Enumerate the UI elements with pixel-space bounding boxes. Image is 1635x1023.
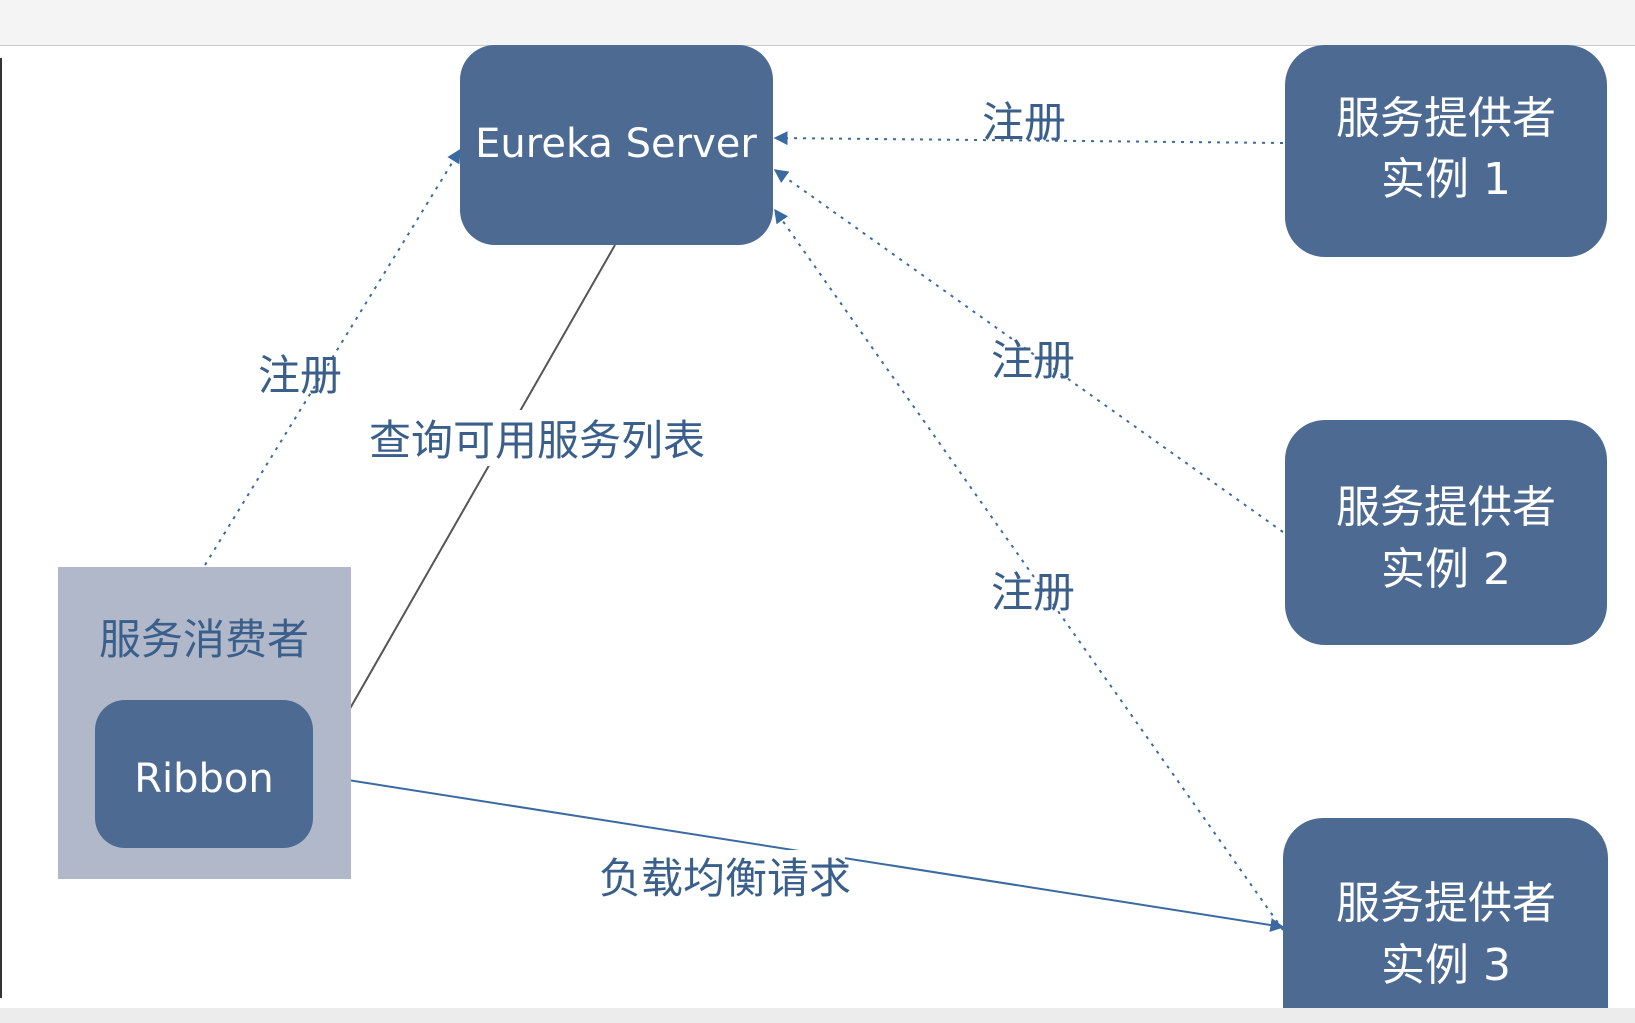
query-label-bg: [375, 410, 700, 466]
eureka-server-label: Eureka Server: [475, 121, 757, 167]
load-balance-label-bg: [605, 850, 845, 906]
edge-label-register-1: 注册: [982, 98, 1066, 147]
edge-label-register-3: 注册: [991, 568, 1075, 617]
provider3-title: 服务提供者: [1336, 878, 1556, 929]
provider1-title: 服务提供者: [1336, 93, 1556, 144]
edge-register-consumer: [204, 148, 461, 566]
edge-label-load-balance: 负载均衡请求: [599, 854, 851, 903]
left-border: [0, 58, 2, 998]
edge-label-register-consumer: 注册: [258, 351, 342, 400]
provider1-sub: 实例 1: [1381, 154, 1511, 205]
edge-label-register-2: 注册: [991, 336, 1075, 385]
ribbon-label: Ribbon: [134, 756, 274, 802]
provider3-sub: 实例 3: [1381, 940, 1511, 991]
provider2-node[interactable]: [1285, 420, 1607, 645]
edge-label-query-services: 查询可用服务列表: [369, 416, 705, 465]
provider1-node[interactable]: [1285, 45, 1607, 257]
consumer-label: 服务消费者: [99, 615, 309, 664]
eureka-server-node[interactable]: [460, 45, 773, 245]
edge-register-provider1: [773, 131, 1284, 146]
bottom-bar: [0, 1008, 1635, 1023]
edge-register-provider3: [774, 208, 1284, 931]
provider2-sub: 实例 2: [1381, 544, 1511, 595]
ribbon-node[interactable]: [95, 700, 313, 848]
edge-query-services: [315, 244, 616, 770]
top-toolbar: [0, 0, 1635, 46]
provider2-title: 服务提供者: [1336, 482, 1556, 533]
provider3-node[interactable]: [1283, 818, 1608, 1023]
